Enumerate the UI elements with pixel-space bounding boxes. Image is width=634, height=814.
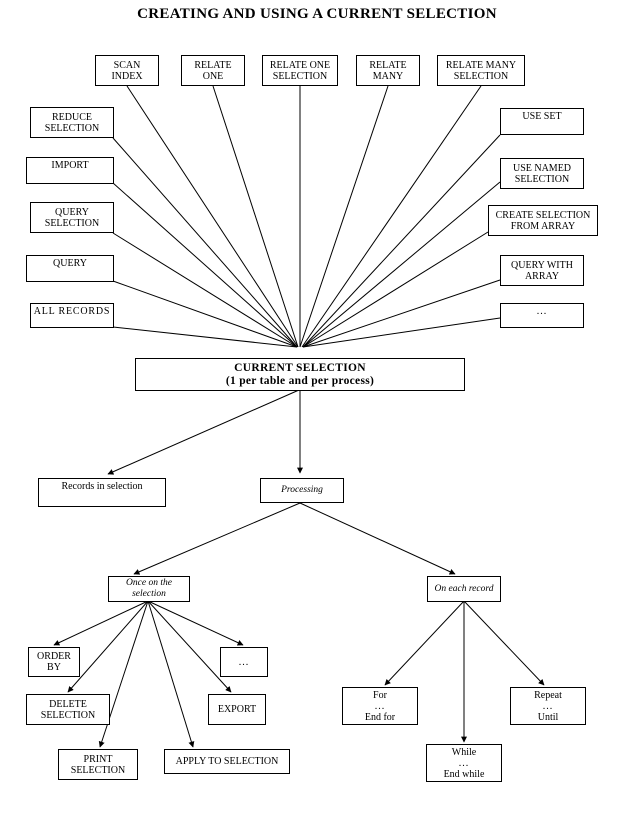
node-relate-one-selection-line2: SELECTION (272, 70, 328, 82)
node-import[interactable]: IMPORT (26, 157, 114, 184)
node-once-on-the-selection-line1: Once on the (126, 578, 172, 588)
node-repeat-loop-line2: ... (542, 700, 554, 712)
node-records-in-selection[interactable]: Records in selection (38, 478, 166, 507)
node-ellipsis-once[interactable]: ... (220, 647, 268, 677)
node-import-label: IMPORT (51, 160, 89, 171)
node-query-label: QUERY (53, 258, 87, 269)
node-use-set-label: USE SET (522, 111, 562, 122)
node-query-selection-line2: SELECTION (44, 217, 100, 229)
node-processing-label: Processing (281, 485, 323, 495)
node-on-each-record-label: On each record (434, 583, 494, 594)
node-while-loop-line1: While (451, 746, 477, 758)
node-print-selection-line2: SELECTION (70, 764, 126, 776)
node-query-with-array[interactable]: QUERY WITH ARRAY (500, 255, 584, 286)
node-apply-to-selection-label: APPLY TO SELECTION (175, 756, 279, 767)
node-relate-many-selection[interactable]: RELATE MANY SELECTION (437, 55, 525, 86)
node-print-selection-line1: PRINT (83, 753, 113, 765)
node-create-selection-from-array[interactable]: CREATE SELECTION FROM ARRAY (488, 205, 598, 236)
node-query-selection[interactable]: QUERY SELECTION (30, 202, 114, 233)
node-repeat-loop[interactable]: Repeat ... Until (510, 687, 586, 725)
node-print-selection[interactable]: PRINT SELECTION (58, 749, 138, 780)
node-relate-many-line2: MANY (372, 70, 404, 82)
node-current-selection[interactable]: CURRENT SELECTION (1 per table and per p… (135, 358, 465, 391)
node-all-records-label: ALL RECORDS (33, 306, 111, 317)
node-on-each-record[interactable]: On each record (427, 576, 501, 602)
node-reduce-selection-line1: REDUCE (52, 111, 92, 123)
node-order-by-line1: ORDER (37, 651, 71, 662)
node-query-with-array-line1: QUERY WITH (511, 259, 573, 271)
node-scan-index-line1: SCAN (113, 59, 141, 71)
node-relate-many-selection-line2: SELECTION (453, 70, 509, 82)
node-query[interactable]: QUERY (26, 255, 114, 282)
node-delete-selection-line1: DELETE (49, 698, 87, 710)
node-relate-many-selection-line1: RELATE MANY (445, 59, 517, 71)
node-while-loop[interactable]: While ... End while (426, 744, 502, 782)
node-export-label: EXPORT (217, 704, 257, 715)
node-relate-one-line1: RELATE (194, 59, 232, 71)
node-delete-selection[interactable]: DELETE SELECTION (26, 694, 110, 725)
node-use-set[interactable]: USE SET (500, 108, 584, 135)
node-use-named-selection-line2: SELECTION (514, 173, 570, 185)
node-records-in-selection-label: Records in selection (61, 481, 143, 492)
node-delete-selection-line2: SELECTION (40, 709, 96, 721)
node-create-selection-from-array-line1: CREATE SELECTION (495, 209, 591, 221)
node-ellipsis-right[interactable]: ... (500, 303, 584, 328)
node-for-loop[interactable]: For ... End for (342, 687, 418, 725)
node-use-named-selection[interactable]: USE NAMED SELECTION (500, 158, 584, 189)
node-all-records[interactable]: ALL RECORDS (30, 303, 114, 328)
node-scan-index-line2: INDEX (111, 70, 143, 82)
node-relate-one[interactable]: RELATE ONE (181, 55, 245, 86)
node-relate-many[interactable]: RELATE MANY (356, 55, 420, 86)
node-for-loop-line2: ... (374, 700, 386, 712)
node-processing[interactable]: Processing (260, 478, 344, 503)
node-relate-many-line1: RELATE (369, 59, 407, 71)
node-create-selection-from-array-line2: FROM ARRAY (510, 220, 576, 232)
node-current-selection-line1: CURRENT SELECTION (234, 361, 366, 374)
node-current-selection-line2: (1 per table and per process) (225, 374, 375, 387)
node-relate-one-selection-line1: RELATE ONE (269, 59, 331, 71)
node-relate-one-line2: ONE (202, 70, 224, 82)
node-scan-index[interactable]: SCAN INDEX (95, 55, 159, 86)
node-query-selection-line1: QUERY (55, 206, 89, 218)
node-order-by-line2: BY (47, 662, 61, 673)
node-query-with-array-line2: ARRAY (524, 270, 560, 282)
node-export[interactable]: EXPORT (208, 694, 266, 725)
node-order-by[interactable]: ORDER BY (28, 647, 80, 677)
node-while-loop-line3: End while (443, 768, 485, 780)
node-ellipsis-once-label: ... (238, 656, 250, 668)
node-repeat-loop-line1: Repeat (534, 689, 562, 701)
node-reduce-selection-line2: SELECTION (44, 122, 100, 134)
node-relate-one-selection[interactable]: RELATE ONE SELECTION (262, 55, 338, 86)
node-while-loop-line2: ... (458, 757, 470, 769)
node-once-on-the-selection[interactable]: Once on the selection (108, 576, 190, 602)
node-for-loop-line1: For (373, 689, 387, 701)
node-use-named-selection-line1: USE NAMED (512, 162, 572, 174)
page-title: CREATING AND USING A CURRENT SELECTION (137, 6, 497, 22)
node-ellipsis-right-label: ... (536, 306, 548, 317)
node-for-loop-line3: End for (364, 711, 396, 723)
node-apply-to-selection[interactable]: APPLY TO SELECTION (164, 749, 290, 774)
node-once-on-the-selection-line2: selection (132, 589, 166, 599)
node-repeat-loop-line3: Until (537, 711, 559, 723)
node-reduce-selection[interactable]: REDUCE SELECTION (30, 107, 114, 138)
